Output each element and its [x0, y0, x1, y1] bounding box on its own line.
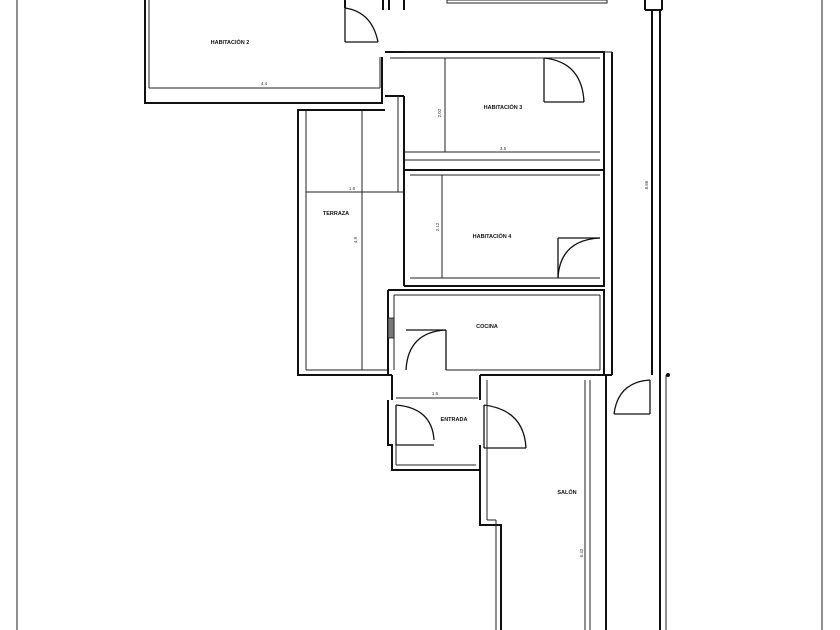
room-habitacion-3: [385, 51, 605, 171]
dim-salon-length: 6.42: [579, 548, 584, 557]
room-habitacion-2: [144, 0, 405, 104]
dim-terraza-width: 1.6: [349, 186, 356, 191]
label-cocina: COCINA: [476, 324, 498, 330]
dim-hab4-height: 2.12: [435, 222, 440, 231]
room-cocina: [387, 289, 605, 376]
dim-hab3-height: 2.02: [437, 108, 442, 117]
dim-hab2-width: 4.4: [261, 81, 268, 86]
dim-terraza-height: 4.9: [353, 236, 358, 243]
label-habitacion-2: HABITACIÓN 2: [211, 38, 250, 46]
dim-entrada-width: 1.6: [432, 391, 439, 396]
drawing-frame: [16, 0, 823, 630]
dim-corridor-length: 8.66: [644, 180, 649, 189]
label-salon: SALÓN: [557, 488, 576, 496]
room-entrada: [387, 375, 527, 471]
room-terraza: [297, 95, 405, 376]
dim-hab3-width: 3.5: [500, 146, 507, 151]
room-habitacion-4: [404, 169, 605, 287]
room-salon: [479, 374, 612, 630]
label-terraza: TERRAZA: [323, 211, 349, 217]
top-window: [446, 0, 663, 10]
corridor: [404, 9, 670, 630]
label-habitacion-3: HABITACIÓN 3: [484, 103, 523, 111]
label-entrada: ENTRADA: [441, 417, 468, 423]
label-habitacion-4: HABITACIÓN 4: [473, 232, 513, 240]
